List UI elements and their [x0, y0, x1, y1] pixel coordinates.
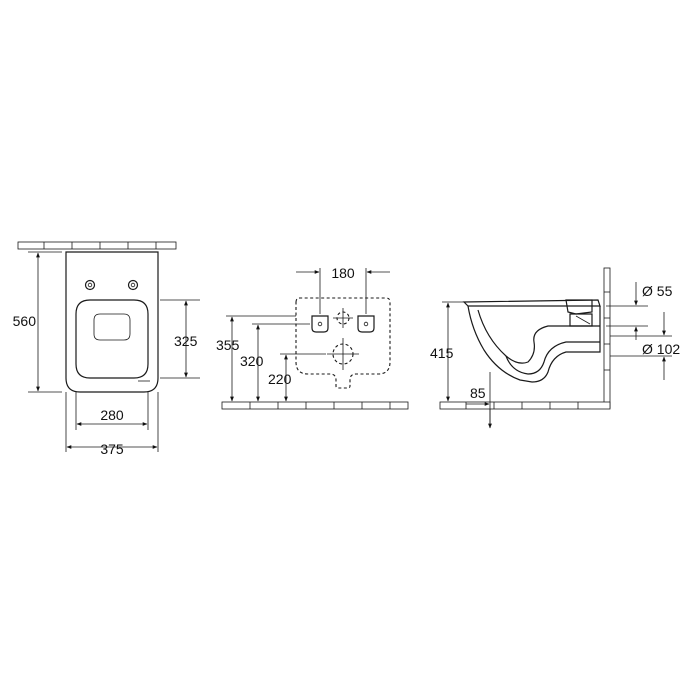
rim-opening [75, 299, 149, 379]
inlet-connector [569, 313, 593, 327]
dim-hole-spacing: 180 [331, 265, 355, 281]
bowl-inner [93, 313, 131, 341]
dim-inlet-diameter: Ø 55 [642, 283, 673, 299]
dim-outer-width: 375 [100, 441, 124, 457]
dim-lower-bolt-height: 320 [240, 353, 264, 369]
dim-seat-mount-height: 325 [174, 333, 198, 349]
wall-view: 180 355 320 220 [216, 265, 409, 410]
hinge-bolt-left-icon [84, 279, 96, 291]
top-view-wall [17, 241, 177, 250]
dim-inner-width: 280 [100, 407, 124, 423]
dim-drain-height: 220 [268, 371, 292, 387]
dim-side-height: 415 [430, 345, 454, 361]
dim-outlet-offset: 85 [470, 385, 486, 401]
top-view: 560 325 280 375 [13, 241, 200, 457]
flush-cap [565, 299, 593, 315]
dim-top-bolt-height: 355 [216, 337, 240, 353]
dim-height-total: 560 [13, 313, 37, 329]
bolt-slot-right-icon [357, 315, 375, 333]
trap-curve [505, 341, 600, 375]
bowl-outline-top [65, 251, 159, 393]
hinge-bolt-right-icon [127, 279, 139, 291]
side-view-wall [603, 267, 611, 409]
bolt-slot-left-icon [311, 315, 329, 333]
bowl-inner-side [477, 309, 600, 364]
wall-view-floor [221, 401, 409, 410]
side-view: 415 85 Ø 55 Ø 102 [430, 267, 680, 429]
bowl-rim-side [462, 299, 601, 307]
bowl-body-side [467, 305, 601, 383]
dim-outlet-diameter: Ø 102 [642, 341, 680, 357]
side-view-floor [439, 401, 611, 410]
wall-footprint-outline [295, 297, 391, 389]
